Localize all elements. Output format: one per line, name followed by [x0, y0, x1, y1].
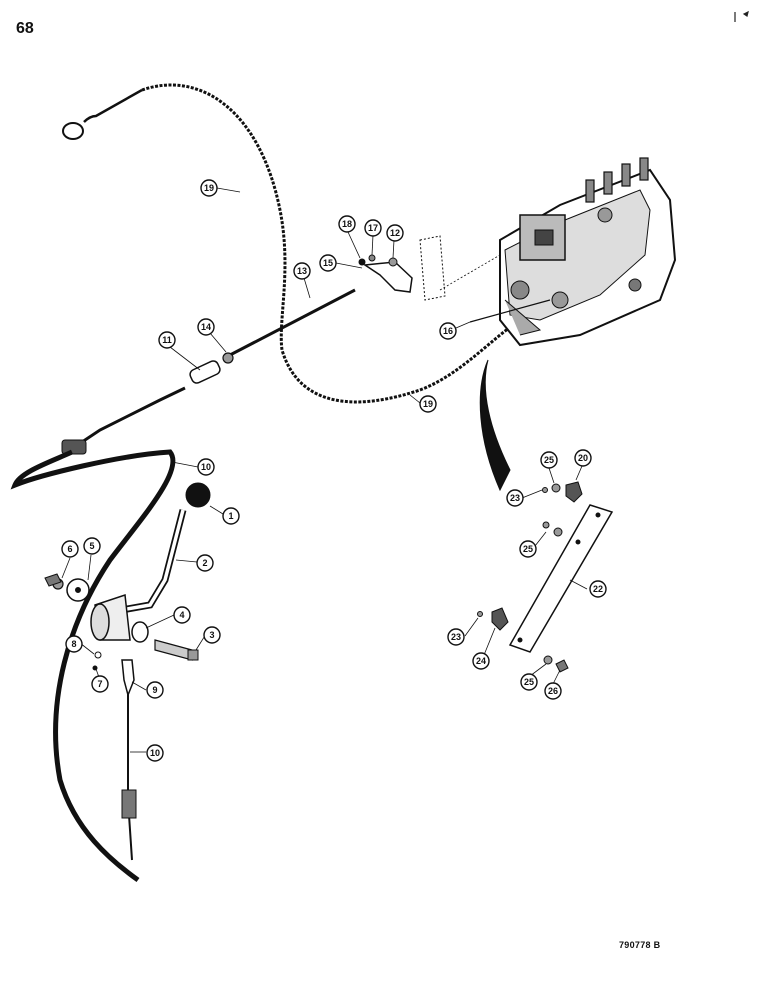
callout-9: 9: [146, 681, 164, 699]
callout-20: 20: [574, 449, 592, 467]
figure-code: 790778 B: [619, 940, 661, 950]
svg-text:19: 19: [204, 183, 214, 193]
svg-text:3: 3: [209, 630, 214, 640]
callout-17: 17: [364, 219, 382, 237]
svg-text:8: 8: [71, 639, 76, 649]
svg-text:10: 10: [150, 748, 160, 758]
support-strap-assembly: [477, 359, 614, 673]
callout-12: 12: [386, 224, 404, 242]
callout-25: 25: [540, 451, 558, 469]
svg-text:25: 25: [523, 544, 533, 554]
throttle-rod: [61, 288, 356, 455]
svg-text:4: 4: [179, 610, 184, 620]
callout-23: 23: [447, 628, 465, 646]
svg-text:12: 12: [390, 228, 400, 238]
svg-text:17: 17: [368, 223, 378, 233]
svg-text:16: 16: [443, 326, 453, 336]
svg-text:24: 24: [476, 656, 486, 666]
callout-25: 25: [519, 540, 537, 558]
throttle-control-cable: [62, 83, 549, 404]
callout-19: 19: [200, 179, 218, 197]
corner-marks: [734, 10, 749, 22]
callout-23: 23: [506, 489, 524, 507]
callout-24: 24: [472, 652, 490, 670]
cable-bracket-assembly: [358, 235, 551, 323]
callout-19: 19: [419, 395, 437, 413]
callout-10: 10: [197, 458, 215, 476]
svg-text:20: 20: [578, 453, 588, 463]
callout-15: 15: [319, 254, 337, 272]
callout-26: 26: [544, 682, 562, 700]
svg-text:2: 2: [202, 558, 207, 568]
callout-3: 3: [203, 626, 221, 644]
svg-text:23: 23: [510, 493, 520, 503]
svg-text:9: 9: [152, 685, 157, 695]
throttle-cable: [10, 449, 176, 883]
svg-text:13: 13: [297, 266, 307, 276]
svg-text:25: 25: [544, 455, 554, 465]
svg-text:6: 6: [67, 544, 72, 554]
svg-text:19: 19: [423, 399, 433, 409]
svg-text:5: 5: [89, 541, 94, 551]
callout-11: 11: [158, 331, 176, 349]
svg-text:23: 23: [451, 632, 461, 642]
svg-text:1: 1: [228, 511, 233, 521]
svg-text:26: 26: [548, 686, 558, 696]
page-number: 68: [16, 20, 34, 37]
callout-18: 18: [338, 215, 356, 233]
callout-25: 25: [520, 673, 538, 691]
throttle-lever-assembly: [44, 482, 211, 698]
callout-10: 10: [146, 744, 164, 762]
svg-text:22: 22: [593, 584, 603, 594]
callout-22: 22: [589, 580, 607, 598]
leader-lines: [61, 187, 588, 753]
fuel-injection-pump: [499, 157, 677, 347]
svg-text:18: 18: [342, 219, 352, 229]
callout-13: 13: [293, 262, 311, 280]
callout-7: 7: [91, 675, 109, 693]
svg-text:14: 14: [201, 322, 211, 332]
callout-6: 6: [61, 540, 79, 558]
callout-5: 5: [83, 537, 101, 555]
callout-8: 8: [65, 635, 83, 653]
svg-text:11: 11: [162, 335, 172, 345]
callout-4: 4: [173, 606, 191, 624]
callout-1: 1: [222, 507, 240, 525]
callout-14: 14: [197, 318, 215, 336]
svg-text:25: 25: [524, 677, 534, 687]
callout-2: 2: [196, 554, 214, 572]
svg-text:7: 7: [97, 679, 102, 689]
svg-text:10: 10: [201, 462, 211, 472]
callout-16: 16: [439, 322, 457, 340]
svg-text:15: 15: [323, 258, 333, 268]
